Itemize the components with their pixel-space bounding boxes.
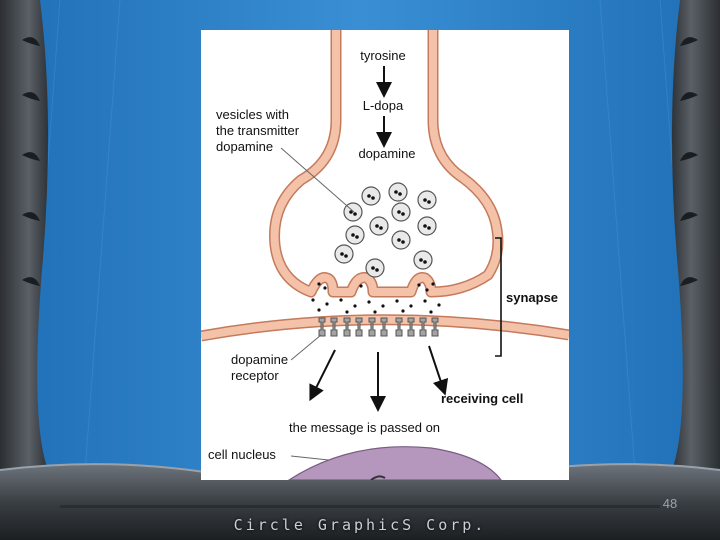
label-dopamine: dopamine	[358, 146, 415, 161]
axon-terminal-membrane	[275, 30, 498, 292]
synapse-diagram-panel: tyrosine L-dopa dopamine vesicles with t…	[201, 30, 569, 480]
label-cell-nucleus: cell nucleus	[208, 447, 276, 462]
label-synapse: synapse	[506, 290, 558, 305]
cell-nucleus-shape	[289, 447, 501, 480]
label-vesicles-line2: the transmitter	[216, 123, 300, 138]
synapse-diagram: tyrosine L-dopa dopamine vesicles with t…	[201, 30, 569, 480]
vesicles	[335, 183, 436, 277]
label-vesicles-line1: vesicles with	[216, 107, 289, 122]
label-receptor-line2: receptor	[231, 368, 279, 383]
brand-logo-text: Circle GraphicS Corp.	[200, 516, 520, 534]
label-receiving-cell: receiving cell	[441, 391, 523, 406]
slide-number: 48	[650, 496, 690, 511]
label-l-dopa: L-dopa	[363, 98, 404, 113]
label-receptor-line1: dopamine	[231, 352, 288, 367]
leader-lines	[281, 148, 366, 464]
label-tyrosine: tyrosine	[360, 48, 406, 63]
label-message-passed-on: the message is passed on	[289, 420, 440, 435]
label-vesicles-line3: dopamine	[216, 139, 273, 154]
message-arrows	[313, 346, 443, 404]
